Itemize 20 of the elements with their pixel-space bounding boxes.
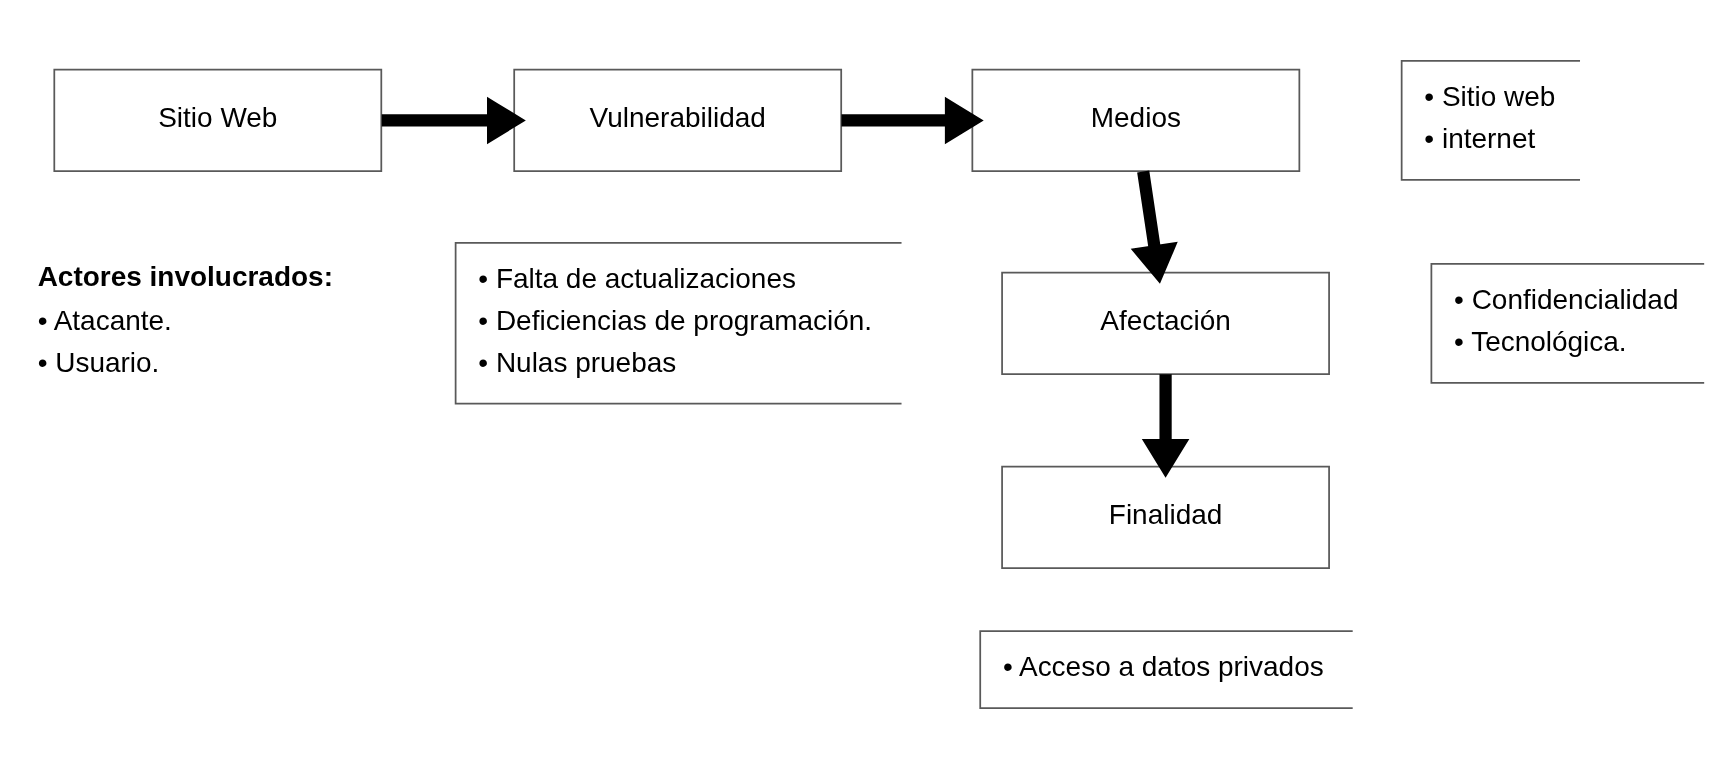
node-label: • Tecnológica.	[1454, 325, 1627, 357]
label: • Usuario.	[37, 346, 160, 378]
label: • Atacante.	[37, 304, 172, 336]
node-label: • Confidencialidad	[1454, 283, 1679, 315]
node-label: • Sitio web	[1424, 80, 1556, 112]
node-label: • Falta de actualizaciones	[478, 262, 796, 294]
node-label: • Nulas pruebas	[478, 346, 677, 378]
node-box: Medios	[971, 68, 1301, 172]
node-label: • Deficiencias de programación.	[478, 304, 873, 336]
node-box: Sitio Web	[53, 68, 383, 172]
arrow	[841, 96, 984, 144]
arrow	[1130, 170, 1178, 284]
node-label: • internet	[1424, 122, 1536, 154]
label: Actores involucrados:	[37, 260, 333, 292]
arrow	[1141, 373, 1190, 478]
node-label: • Acceso a datos privados	[1002, 650, 1324, 682]
arrow	[381, 96, 526, 144]
node-box: Finalidad	[1001, 465, 1330, 569]
node-box: Afectación	[1001, 271, 1330, 375]
node-box: Vulnerabilidad	[513, 68, 843, 172]
